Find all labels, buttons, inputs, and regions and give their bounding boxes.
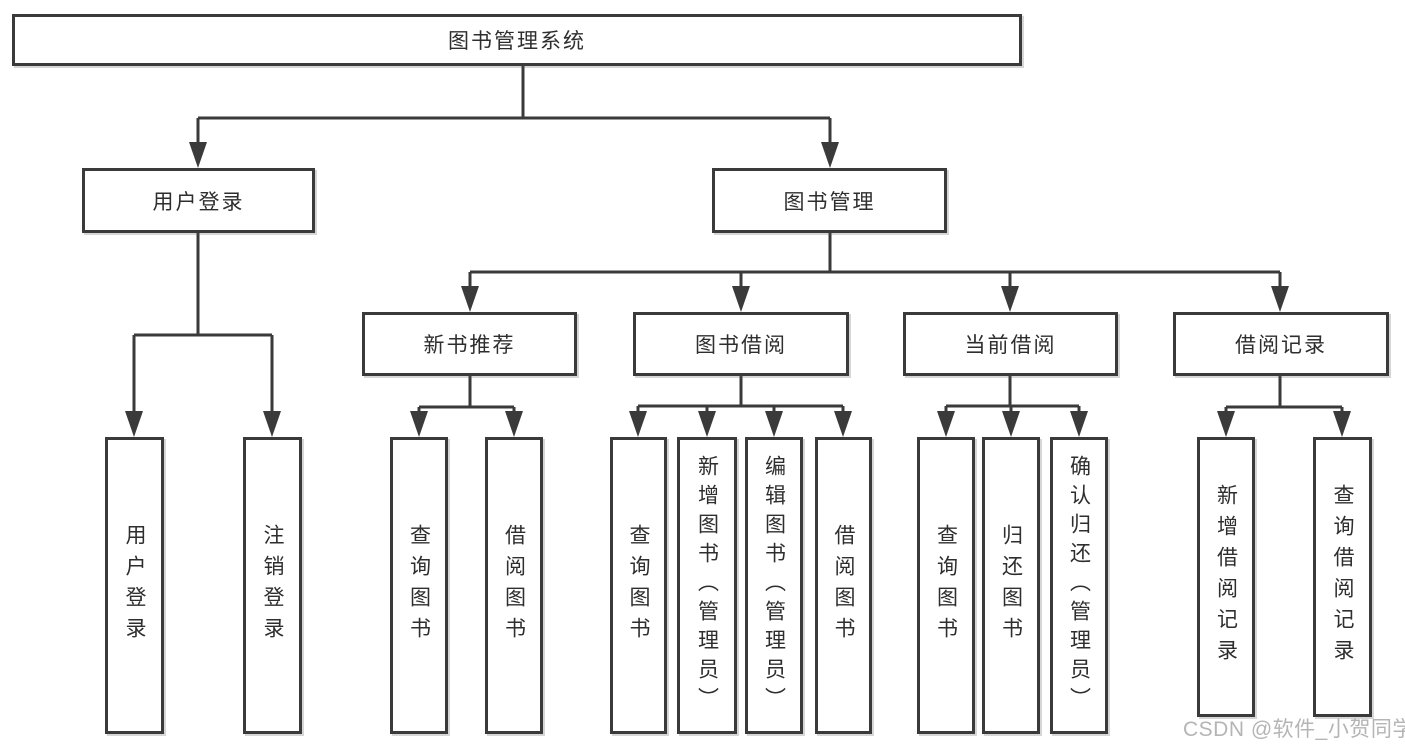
leaf-newbooks-borrow-books-label: 借阅图书 <box>502 523 526 648</box>
leaf-borrow-borrow-books-label: 借阅图书 <box>832 523 855 648</box>
leaf-query-borrow-record: 查询借阅记录 <box>1313 437 1372 717</box>
leaf-add-borrow-record-label: 新增借阅记录 <box>1214 484 1238 670</box>
leaf-edit-book-admin-label: 编辑图书（管理员） <box>762 455 786 716</box>
node-user-login: 用户登录 <box>82 168 315 233</box>
node-book-management-label: 图书管理 <box>783 190 876 214</box>
node-current-borrow-label: 当前借阅 <box>964 334 1057 357</box>
leaf-current-query-books: 查询图书 <box>917 437 975 734</box>
leaf-borrow-borrow-books: 借阅图书 <box>815 437 872 734</box>
leaf-newbooks-query-books: 查询图书 <box>390 437 448 734</box>
leaf-borrow-query-books: 查询图书 <box>610 437 667 734</box>
leaf-user-login-label: 用户登录 <box>123 523 146 648</box>
node-book-borrow-label: 图书借阅 <box>695 334 787 357</box>
connector-root-to-level1 <box>189 63 839 168</box>
node-book-borrow: 图书借阅 <box>633 312 849 376</box>
leaf-user-login: 用户登录 <box>105 437 164 734</box>
leaf-return-book-label: 归还图书 <box>999 523 1023 648</box>
connector-new-book-recommend-to-leaves <box>410 376 523 437</box>
node-book-management: 图书管理 <box>712 168 947 233</box>
leaf-newbooks-query-books-label: 查询图书 <box>407 523 431 648</box>
leaf-add-book-admin: 新增图书（管理员） <box>677 437 737 734</box>
leaf-logout-label: 注销登录 <box>261 523 284 648</box>
csdn-watermark: CSDN @软件_小贺同学 <box>1183 718 1405 741</box>
connector-book-borrow-to-leaves <box>629 376 852 437</box>
connector-book-management-to-level2 <box>461 233 1289 312</box>
connector-borrow-records-to-leaves <box>1217 376 1351 437</box>
node-current-borrow: 当前借阅 <box>903 312 1118 376</box>
node-new-book-recommend: 新书推荐 <box>362 312 577 376</box>
node-borrow-records-label: 借阅记录 <box>1235 334 1327 357</box>
leaf-edit-book-admin: 编辑图书（管理员） <box>745 437 803 734</box>
leaf-confirm-return-admin-label: 确认归还（管理员） <box>1067 455 1091 716</box>
connector-user-login-to-leaves <box>125 233 281 437</box>
node-user-login-label: 用户登录 <box>152 190 245 214</box>
leaf-borrow-query-books-label: 查询图书 <box>627 523 650 648</box>
leaf-current-query-books-label: 查询图书 <box>934 523 958 648</box>
node-root-label: 图书管理系统 <box>448 30 586 53</box>
connector-current-borrow-to-leaves <box>937 376 1088 437</box>
node-borrow-records: 借阅记录 <box>1173 312 1389 376</box>
leaf-return-book: 归还图书 <box>982 437 1040 734</box>
leaf-newbooks-borrow-books: 借阅图书 <box>485 437 543 734</box>
leaf-add-book-admin-label: 新增图书（管理员） <box>695 455 719 716</box>
node-new-book-recommend-label: 新书推荐 <box>423 334 516 357</box>
leaf-add-borrow-record: 新增借阅记录 <box>1197 437 1255 717</box>
leaf-logout: 注销登录 <box>243 437 302 734</box>
leaf-query-borrow-record-label: 查询借阅记录 <box>1331 484 1354 670</box>
node-root: 图书管理系统 <box>12 14 1022 66</box>
leaf-confirm-return-admin: 确认归还（管理员） <box>1050 437 1108 734</box>
